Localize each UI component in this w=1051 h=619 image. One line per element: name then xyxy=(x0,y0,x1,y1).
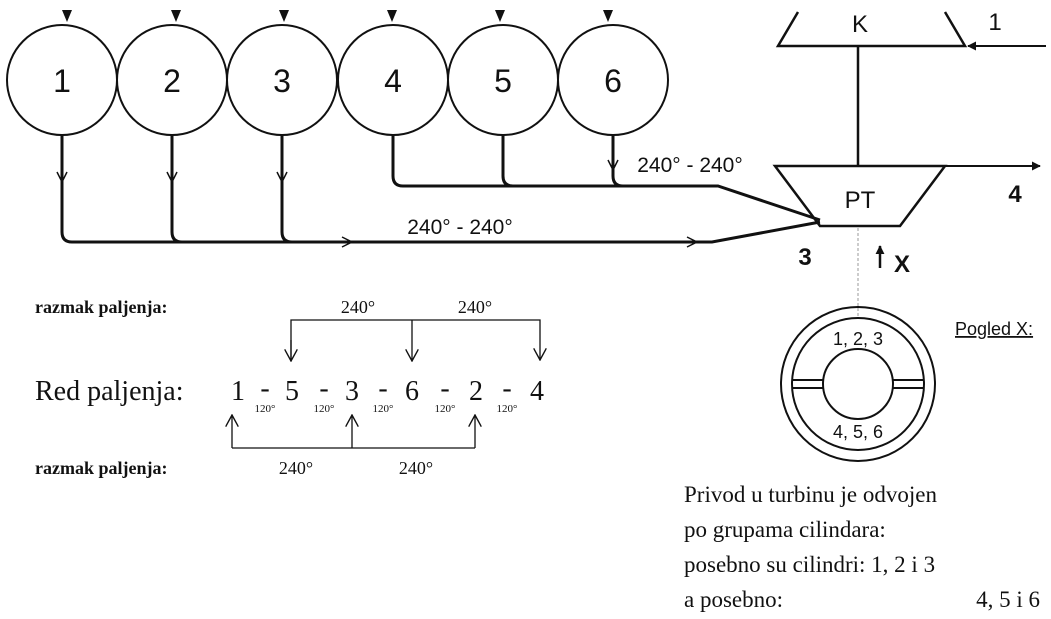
turbine-label: PT xyxy=(845,187,876,214)
compressor: K 1 xyxy=(775,9,1046,51)
cylinder-3: 3 xyxy=(226,24,338,136)
top-spacing-1: 240° xyxy=(341,297,375,317)
turbine-in-label: 3 xyxy=(798,244,811,271)
firing-order-3: 3 xyxy=(345,376,359,407)
firing-order-6: 4 xyxy=(530,376,544,407)
cylinder-6: 6 xyxy=(557,24,669,136)
cylinder-6-label: 6 xyxy=(604,63,622,99)
compressor-port-label: 1 xyxy=(988,9,1001,36)
firing-order-4: 6 xyxy=(405,376,419,407)
firing-gap-2: 120° xyxy=(314,403,335,415)
note-line-4-label: a posebno: xyxy=(684,587,783,612)
firing-gap-4: 120° xyxy=(435,403,456,415)
firing-order-5: 2 xyxy=(469,376,483,407)
top-spacing-2: 240° xyxy=(458,297,492,317)
firing-order-label: Red paljenja: xyxy=(35,376,184,407)
bottom-spacing-1: 240° xyxy=(279,458,313,478)
firing-dash-5: - xyxy=(502,373,511,404)
note-line-4-value: 4, 5 i 6 xyxy=(976,587,1040,612)
firing-gap-5: 120° xyxy=(497,403,518,415)
cylinder-1-label: 1 xyxy=(53,63,71,99)
note-line-3: posebno su cilindri: 1, 2 i 3 xyxy=(684,552,935,577)
view-x-section: 1, 2, 3 4, 5, 6 Pogled X: xyxy=(780,306,1033,462)
cylinder-2-label: 2 xyxy=(163,63,181,99)
turbine-out-label: 4 xyxy=(1008,181,1022,208)
cylinder-inlet-arrows xyxy=(62,10,613,22)
lower-manifold-interval: 240° - 240° xyxy=(407,216,513,239)
firing-dash-3: - xyxy=(378,373,387,404)
exhaust-manifold-lower: 240° - 240° xyxy=(56,135,821,248)
firing-gap-3: 120° xyxy=(373,403,394,415)
cylinder-group: 1 2 3 4 5 6 xyxy=(6,10,669,136)
cylinder-3-label: 3 xyxy=(273,63,291,99)
note-line-2: po grupama cilindara: xyxy=(684,517,886,542)
firing-dash-2: - xyxy=(319,373,328,404)
compressor-label: K xyxy=(852,11,868,38)
cylinder-5-label: 5 xyxy=(494,63,512,99)
turbocharger: K 1 PT 4 3 X xyxy=(772,9,1046,318)
view-x-marker: X xyxy=(875,245,910,278)
firing-dash-4: - xyxy=(440,373,449,404)
firing-dash-1: - xyxy=(260,373,269,404)
firing-order-2: 5 xyxy=(285,376,299,407)
cylinder-5: 5 xyxy=(447,24,559,136)
exhaust-manifold-upper: 240° - 240° xyxy=(391,135,821,222)
view-x-lower-group: 4, 5, 6 xyxy=(833,422,883,442)
cylinder-1: 1 xyxy=(6,24,118,136)
firing-gap-1: 120° xyxy=(255,403,276,415)
firing-order-1: 1 xyxy=(231,376,245,407)
spacing-label-bottom: razmak paljenja: xyxy=(35,458,167,478)
note-line-1: Privod u turbinu je odvojen xyxy=(684,482,937,507)
explanatory-note: Privod u turbinu je odvojen po grupama c… xyxy=(684,482,1040,612)
view-x-title: Pogled X: xyxy=(955,319,1033,339)
view-x-label: X xyxy=(894,251,910,278)
bottom-spacing-2: 240° xyxy=(399,458,433,478)
view-x-upper-group: 1, 2, 3 xyxy=(833,329,883,349)
cylinder-4: 4 xyxy=(337,24,449,136)
spacing-label-top: razmak paljenja: xyxy=(35,297,167,317)
cylinder-4-label: 4 xyxy=(384,63,402,99)
upper-manifold-interval: 240° - 240° xyxy=(637,154,743,177)
power-turbine: PT 4 3 xyxy=(772,161,1041,271)
firing-order-section: razmak paljenja: 240° 240° Red paljenja:… xyxy=(35,297,544,478)
cylinder-2: 2 xyxy=(116,24,228,136)
